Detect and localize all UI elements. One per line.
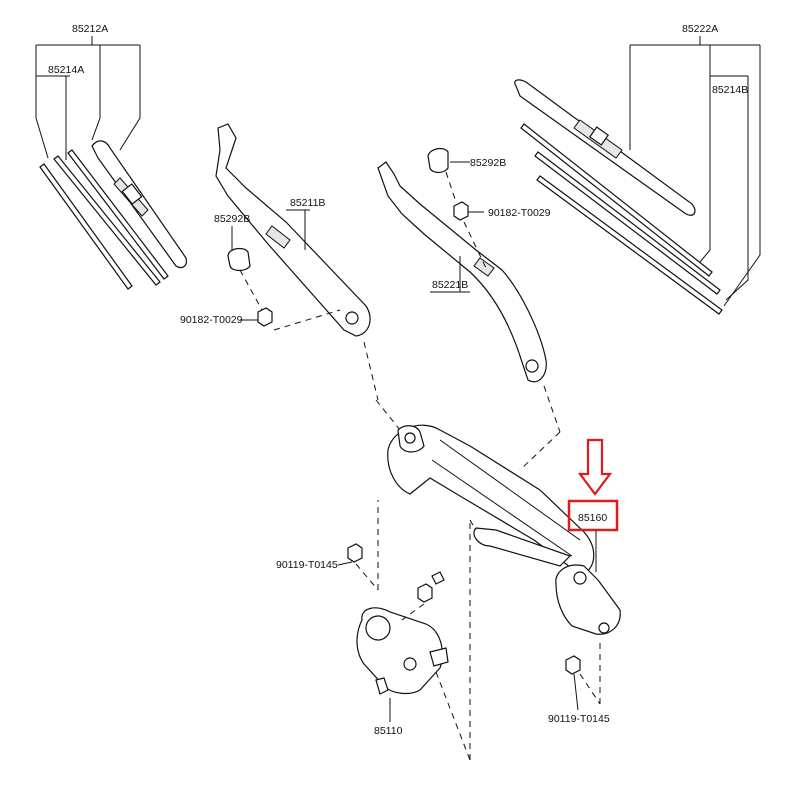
label-90182-right: 90182-T0029 (488, 207, 551, 219)
left-cap-85292B (227, 247, 251, 272)
left-nut-90182 (240, 307, 273, 327)
right-nut-90182 (453, 201, 484, 221)
left-blade-rubber (39, 149, 169, 290)
label-85221B: 85221B (432, 279, 468, 291)
left-bolt-90119 (337, 543, 363, 566)
highlight-box (567, 499, 619, 532)
label-90119-right: 90119-T0145 (548, 713, 610, 725)
label-85222A: 85222A (682, 23, 718, 35)
label-85292B-right: 85292B (470, 157, 506, 169)
label-90182-left: 90182-T0029 (180, 314, 243, 326)
right-blade-rubber (520, 123, 723, 315)
left-blade-assembly (91, 140, 187, 269)
label-90119-left: 90119-T0145 (276, 559, 338, 571)
down-arrow-icon (577, 438, 613, 496)
motor-nut (417, 571, 445, 603)
left-wiper-arm (215, 123, 371, 337)
label-85292B-left: 85292B (214, 213, 250, 225)
right-blade-assembly (514, 79, 696, 216)
label-85214A-left: 85214A (48, 64, 84, 76)
label-85212A: 85212A (72, 23, 108, 35)
right-cap-85292B (427, 147, 449, 174)
right-bolt-90119 (565, 655, 581, 711)
wiper-motor-85110 (356, 607, 449, 695)
left-blade-group (35, 36, 187, 290)
label-85110: 85110 (374, 725, 403, 737)
label-85160: 85160 (578, 512, 607, 524)
right-wiper-arm (377, 161, 547, 383)
right-blade-group (514, 36, 761, 315)
label-85214B: 85214B (712, 84, 748, 96)
wiper-linkage-85160 (387, 424, 621, 635)
label-85211B: 85211B (290, 197, 325, 209)
